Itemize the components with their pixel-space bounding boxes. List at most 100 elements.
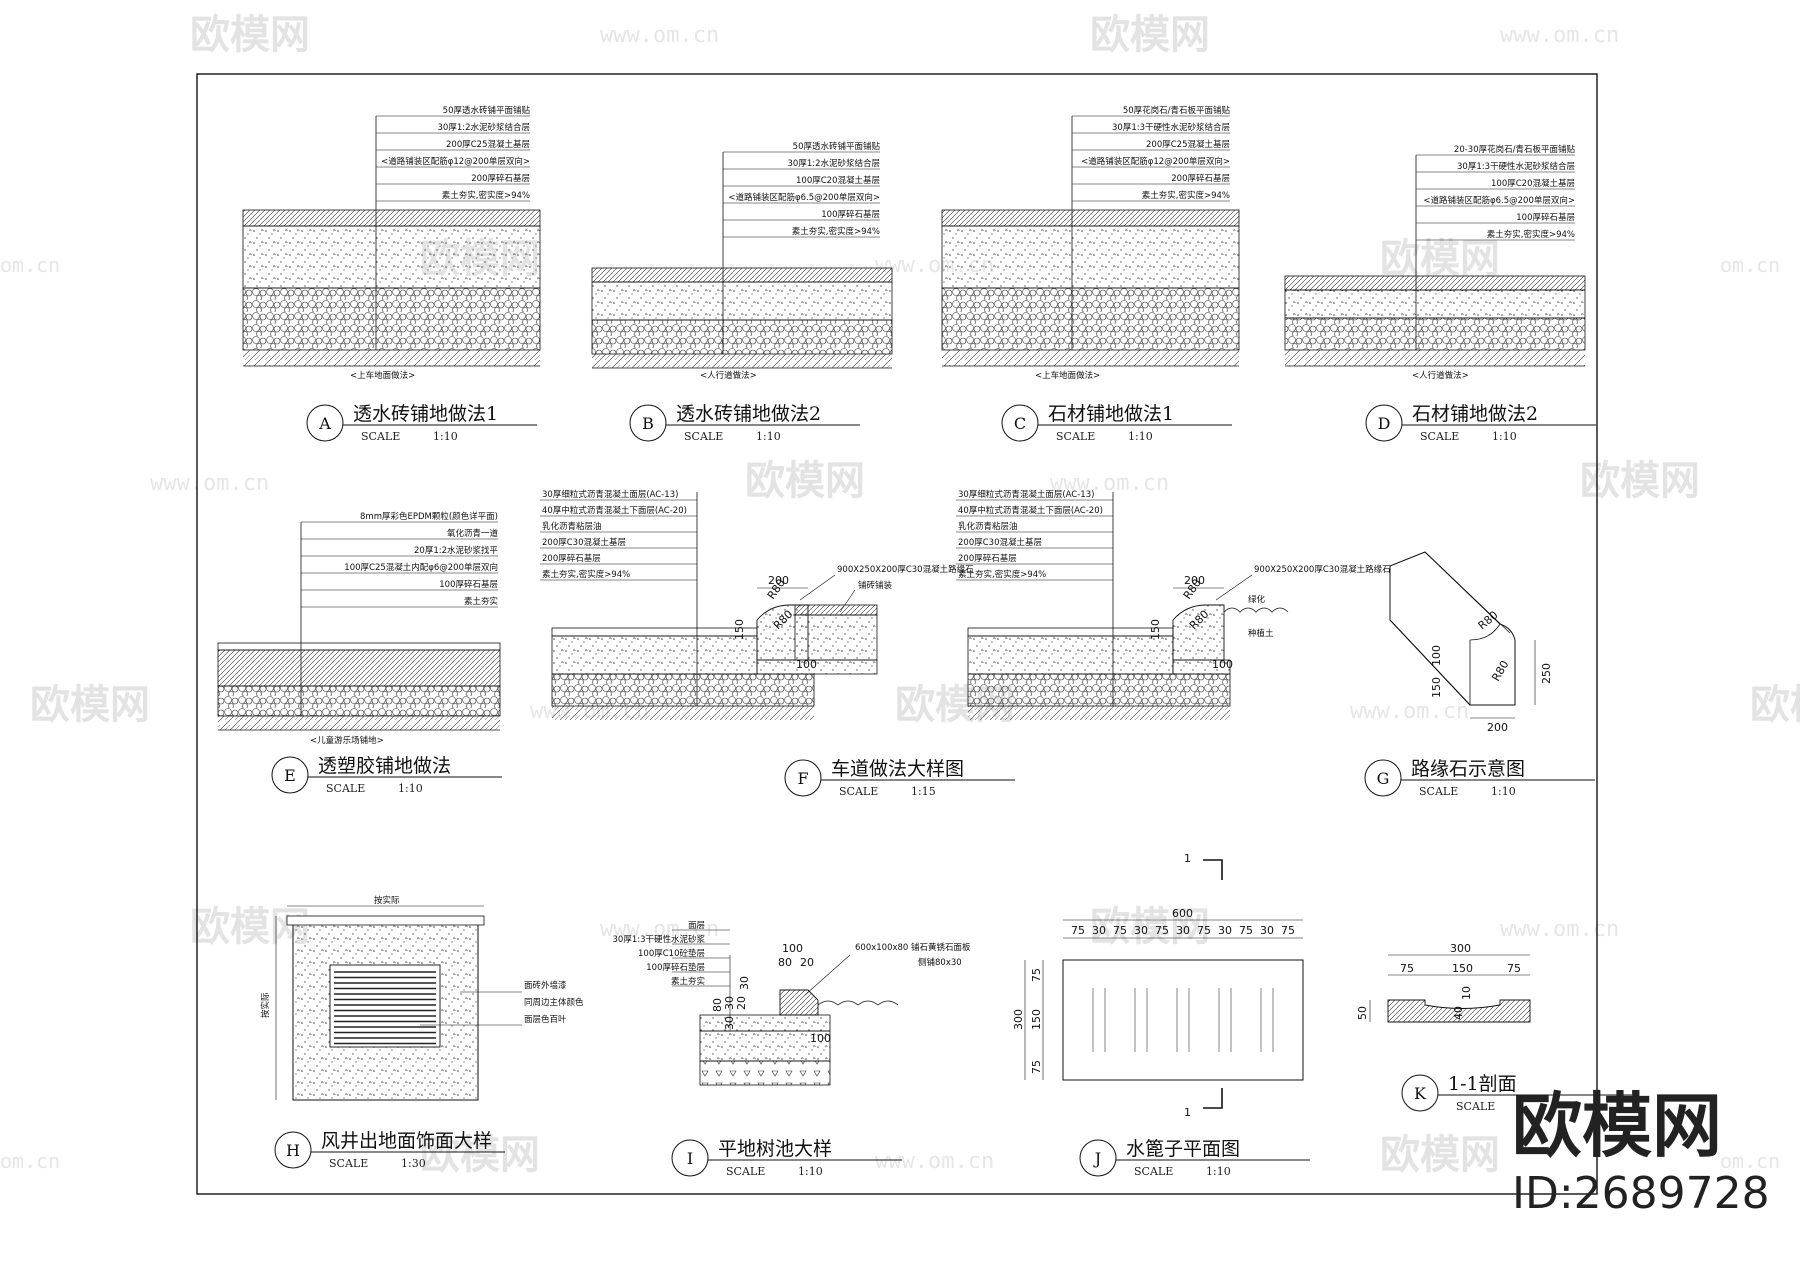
detail-a-letter: A	[318, 414, 331, 433]
g-dim-100: 100	[1430, 645, 1443, 666]
detail-g-scale-value: 1:10	[1491, 785, 1516, 798]
detail-d-title: 石材铺地做法2	[1412, 403, 1538, 425]
detail-j-scale-value: 1:10	[1206, 1165, 1231, 1178]
detail-d-scale-label: SCALE	[1420, 430, 1459, 443]
layer-label: 100厚C10砼垫层	[638, 948, 705, 959]
brand-id: ID:2689728	[1512, 1168, 1770, 1219]
j-section-mark-bottom: 1	[1184, 1106, 1191, 1119]
detail-h-title: 风井出地面饰面大样	[321, 1130, 492, 1152]
i-dim-80-b: 80	[711, 998, 724, 1012]
detail-d-letter: D	[1378, 414, 1391, 433]
h-note-2: 同周边主体颜色	[524, 997, 584, 1008]
layer-label: 50厚花岗石/青石板平面铺贴	[1123, 105, 1231, 116]
f-curb-note-left: 900X250X200厚C30混凝土路缘石	[837, 564, 974, 575]
layer-label: 30厚1:3干硬性水泥砂浆结合层	[1457, 161, 1575, 172]
watermark-logo: 欧模网	[1580, 458, 1700, 504]
detail-i-letter: I	[687, 1149, 693, 1168]
detail-e-scale-label: SCALE	[326, 782, 365, 795]
detail-c-marker	[1001, 404, 1039, 442]
j-seg-dim: 75	[1113, 924, 1127, 937]
h-note-1: 面砖外墙漆	[524, 980, 567, 991]
k-top-75-a: 75	[1400, 962, 1414, 975]
layer-label: <道路铺装区配筋φ12@200单层双向>	[1081, 156, 1230, 167]
detail-c-scale-value: 1:10	[1128, 430, 1153, 443]
brand-name: 欧模网	[1512, 1085, 1722, 1167]
detail-g-letter: G	[1377, 769, 1390, 788]
detail-g-title: 路缘石示意图	[1411, 758, 1525, 780]
detail-f-marker	[784, 759, 822, 797]
j-overall-dim: 600	[1172, 907, 1193, 920]
layer-label: <道路铺装区配筋φ6.5@200单层双向>	[1423, 195, 1575, 206]
detail-e-letter: E	[284, 766, 296, 785]
h-note-3: 面层色百叶	[524, 1014, 567, 1025]
layer-label: 30厚1:3干硬性水泥砂浆	[613, 934, 706, 945]
detail-e-scale-value: 1:10	[398, 782, 423, 795]
layer-label: 100厚碎石基层	[821, 209, 880, 220]
watermark-logo: 欧模网	[1380, 1132, 1500, 1178]
detail-e-title: 透塑胶铺地做法	[318, 755, 451, 777]
i-dim-30-a: 30	[738, 976, 751, 990]
watermark-url: www.om.cn	[1500, 917, 1619, 942]
i-dim-30-b: 30	[723, 996, 736, 1010]
layer-label: 面层	[688, 921, 705, 931]
detail-a-scale-label: SCALE	[361, 430, 400, 443]
detail-b-marker	[629, 404, 667, 442]
f-dim-150-left: 150	[733, 619, 746, 640]
j-side-75-a: 75	[1030, 968, 1043, 982]
layer-label: 氧化沥青一道	[447, 528, 499, 539]
j-side-75-b: 75	[1030, 1060, 1043, 1074]
detail-k-scale-label: SCALE	[1456, 1100, 1495, 1113]
detail-h-scale-label: SCALE	[329, 1157, 368, 1170]
k-top-75-b: 75	[1507, 962, 1521, 975]
k-inner-10: 10	[1460, 986, 1473, 1000]
j-seg-dim: 30	[1092, 924, 1106, 937]
layer-label: 素土夯实,密实度>94%	[1487, 229, 1575, 240]
layer-label: 30厚细粒式沥青混凝土面层(AC-13)	[542, 489, 678, 500]
j-seg-dim: 75	[1071, 924, 1085, 937]
watermark-url: www.om.cn	[600, 917, 719, 942]
layer-label: 30厚1:2水泥砂浆结合层	[438, 122, 531, 133]
j-side-150: 150	[1030, 1009, 1043, 1030]
detail-j-letter: J	[1093, 1149, 1101, 1168]
layer-label: 20-30厚花岗石/青石板平面铺贴	[1454, 144, 1576, 155]
i-dim-20: 20	[800, 956, 814, 969]
f-soil-note: 种植土	[1248, 628, 1274, 639]
detail-f-title: 车道做法大样图	[831, 758, 964, 780]
detail-a-caption: <上车地面做法>	[350, 370, 415, 381]
layer-label: 200厚C25混凝土基层	[446, 139, 530, 150]
i-dim-30-c: 30	[723, 1016, 736, 1030]
detail-d-section: 20-30厚花岗石/青石板平面铺贴30厚1:3干硬性水泥砂浆结合层100厚C20…	[1284, 144, 1586, 381]
watermark-logo: 欧模网	[745, 458, 865, 504]
watermark-logo: 欧模网	[30, 682, 150, 728]
layer-label: 200厚C25混凝土基层	[1146, 139, 1230, 150]
layer-label: 30厚细粒式沥青混凝土面层(AC-13)	[958, 489, 1094, 500]
f-paving-note: 铺砖铺装	[858, 580, 893, 591]
f-dim-150-right: 150	[1149, 619, 1162, 640]
detail-i-scale-label: SCALE	[726, 1165, 765, 1178]
layer-label: 素土夯实,密实度>94%	[1142, 190, 1230, 201]
detail-g-curb-drawing: R80 R80 100 150 250 200	[1389, 551, 1553, 734]
j-seg-dim: 75	[1281, 924, 1295, 937]
k-top-total: 300	[1450, 942, 1471, 955]
g-dim-250: 250	[1540, 663, 1553, 684]
watermark-url-short: om.cn	[0, 253, 60, 277]
detail-k-marker	[1401, 1074, 1439, 1112]
detail-f-section: 30厚细粒式沥青混凝土面层(AC-13)40厚中粒式沥青混凝土下面层(AC-20…	[540, 489, 1391, 720]
j-seg-dim: 75	[1155, 924, 1169, 937]
watermark-url-short: om.cn	[0, 1149, 60, 1173]
watermark-logo: 欧模网	[1090, 12, 1210, 58]
watermark-logo: 欧模网	[1750, 682, 1800, 728]
f-dim-100-left: 100	[796, 658, 817, 671]
j-seg-dim: 75	[1197, 924, 1211, 937]
detail-c-section: 50厚花岗石/青石板平面铺贴30厚1:3干硬性水泥砂浆结合层200厚C25混凝土…	[941, 105, 1240, 381]
i-cap-note: 600x100x80 铺石黄锈石面板	[855, 942, 971, 953]
i-dim-20-b: 20	[735, 996, 748, 1010]
watermark-logo: 欧模网	[420, 1132, 540, 1178]
detail-a-section: 50厚透水砖铺平面铺贴30厚1:2水泥砂浆结合层200厚C25混凝土基层<道路铺…	[242, 105, 541, 381]
layer-label: 200厚C30混凝土基层	[958, 537, 1042, 548]
watermark-url: www.om.cn	[150, 471, 269, 496]
layer-label: 素土夯实	[464, 596, 498, 607]
detail-e-section: 8mm厚彩色EPDM颗粒(颜色详平面)氧化沥青一道20厚1:2水泥砂浆找平100…	[217, 511, 501, 746]
detail-b-title: 透水砖铺地做法2	[676, 403, 821, 425]
